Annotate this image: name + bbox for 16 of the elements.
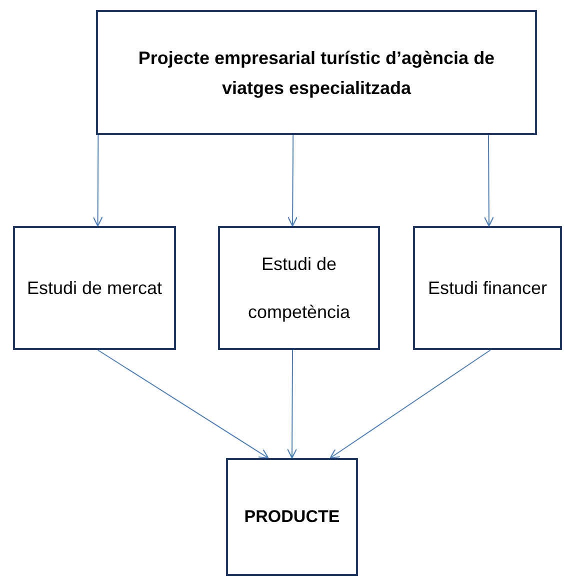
box-label: Estudi de mercat <box>26 277 164 300</box>
box-label: Projecte empresarial turístic d’agència de viatges especialitzada <box>137 46 496 100</box>
box-label: Estudi de competència <box>246 253 352 324</box>
box-label: Estudi financer <box>426 277 548 300</box>
process-box <box>226 458 358 576</box>
process-box <box>413 226 562 350</box>
process-box <box>218 226 380 350</box>
arrow <box>97 350 269 459</box>
arrow <box>484 134 494 227</box>
arrow <box>288 134 298 227</box>
arrow <box>330 350 491 459</box>
process-box <box>13 226 176 350</box>
box-label: PRODUCTE <box>244 506 340 528</box>
arrow <box>92 134 103 227</box>
arrow <box>287 350 298 459</box>
process-box <box>96 10 537 135</box>
